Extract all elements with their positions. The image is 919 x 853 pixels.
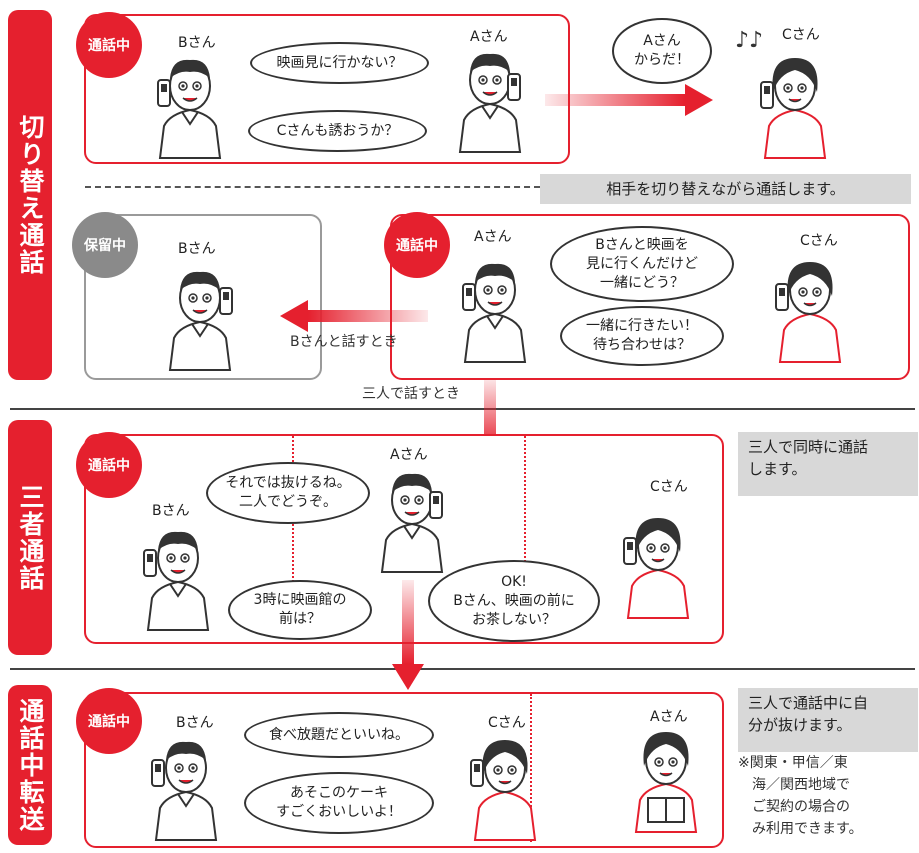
name-a: Aさん — [470, 29, 508, 45]
name-a: Aさん — [474, 229, 512, 245]
speech-bubble: あそこのケーキ すごくおいしいよ！ — [244, 772, 434, 834]
person-c — [470, 739, 536, 841]
badge-talking: 通話中 — [76, 432, 142, 498]
footnote: ※関東・甲信／東 海／関西地域で ご契約の場合の み利用できます。 — [738, 755, 863, 837]
speech-bubble: Cさんも誘おうか？ — [248, 110, 427, 152]
person-a — [459, 52, 521, 153]
speech-bubble: Bさんと映画を 見に行くんだけど 一緒にどう？ — [550, 226, 734, 302]
person-b — [143, 530, 209, 631]
name-c: Cさん — [650, 479, 688, 495]
arrow-label-b: Bさんと話すとき — [290, 334, 398, 350]
badge-hold: 保留中 — [72, 212, 138, 278]
name-b: Bさん — [178, 35, 216, 51]
person-b — [157, 58, 221, 159]
person-b-hold — [169, 270, 233, 371]
badge-talking: 通話中 — [384, 212, 450, 278]
side-label-switching: 切り替え通話 — [8, 10, 52, 380]
dashed-divider — [85, 186, 540, 188]
name-a: Aさん — [650, 709, 688, 725]
music-note-icon: ♪♪ — [735, 28, 764, 53]
note-switching: 相手を切り替えながら通話します。 — [540, 174, 911, 204]
note-three-way: 三人で同時に通話 します。 — [738, 432, 918, 496]
person-c — [760, 57, 826, 159]
name-a: Aさん — [390, 447, 428, 463]
separator-line — [10, 408, 915, 410]
side-label-transfer: 通話中転送 — [8, 685, 52, 845]
speech-bubble: 食べ放題だといいね。 — [244, 712, 434, 758]
divider-dotted — [530, 694, 532, 842]
arrow-right-icon — [545, 84, 713, 116]
person-a — [462, 262, 526, 363]
divider-dotted — [292, 436, 294, 638]
person-c — [775, 261, 841, 363]
speech-bubble: 映画見に行かない？ — [250, 42, 429, 84]
arrow-left-icon — [280, 300, 428, 332]
arrow-down-icon — [392, 580, 424, 690]
speech-bubble: Aさん からだ！ — [612, 18, 712, 84]
arrow-label-three: 三人で話すとき — [362, 386, 460, 402]
speech-bubble: OK! Bさん、映画の前に お茶しない？ — [428, 560, 600, 642]
speech-bubble: それでは抜けるね。 二人でどうぞ。 — [206, 462, 370, 524]
divider-dotted — [524, 436, 526, 638]
person-c — [623, 517, 689, 619]
name-c: Cさん — [782, 27, 820, 43]
badge-talking: 通話中 — [76, 688, 142, 754]
person-b — [151, 740, 217, 841]
name-c: Cさん — [488, 715, 526, 731]
name-c: Cさん — [800, 233, 838, 249]
badge-talking: 通話中 — [76, 12, 142, 78]
name-b: Bさん — [176, 715, 214, 731]
name-b: Bさん — [152, 503, 190, 519]
note-transfer: 三人で通話中に自 分が抜けます。 — [738, 688, 918, 752]
name-b: Bさん — [178, 241, 216, 257]
separator-line — [10, 668, 915, 670]
person-a — [381, 472, 443, 573]
side-label-three-way: 三者通話 — [8, 420, 52, 655]
speech-bubble: 一緒に行きたい！ 待ち合わせは？ — [560, 306, 724, 366]
person-a-reading — [635, 731, 697, 833]
speech-bubble: 3時に映画館の 前は？ — [228, 580, 372, 640]
